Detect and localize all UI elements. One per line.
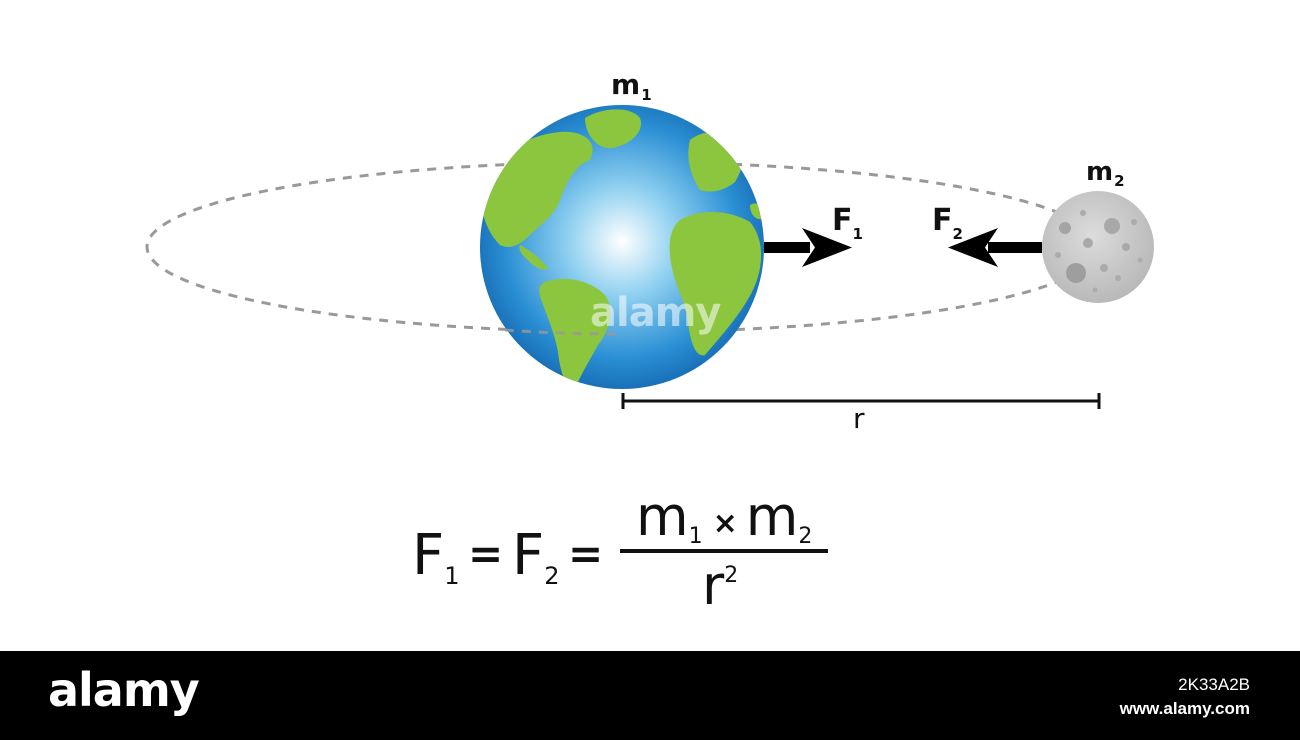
formula-equals-2: = xyxy=(568,529,603,578)
moon-icon xyxy=(1042,191,1154,303)
formula-lhs-f1: F1 xyxy=(412,523,460,590)
force-arrow-f1 xyxy=(764,228,852,267)
gravity-formula: F1 = F2 = m1×m2 r2 xyxy=(412,485,828,617)
image-id: 2K33A2B xyxy=(1178,675,1250,694)
distance-bar xyxy=(621,393,1101,409)
formula-equals-1: = xyxy=(468,529,503,578)
formula-denominator: r2 xyxy=(702,554,738,617)
footer-info: 2K33A2B www.alamy.com xyxy=(1120,673,1250,721)
label-r: r xyxy=(853,402,865,435)
label-m1: m1 xyxy=(611,68,652,104)
label-f2: F2 xyxy=(932,203,963,243)
footer-bar: alamy 2K33A2B www.alamy.com xyxy=(0,651,1300,740)
earth-icon xyxy=(480,105,764,389)
gravity-diagram: m1 m2 F1 F2 r F1 = F2 = m1×m2 xyxy=(145,68,1154,617)
footer-url[interactable]: www.alamy.com xyxy=(1119,699,1250,718)
label-f1: F1 xyxy=(832,203,863,243)
watermark: alamy xyxy=(590,290,721,336)
orbit-path-front xyxy=(504,328,623,336)
label-m2: m2 xyxy=(1086,157,1125,190)
footer-logo: alamy xyxy=(48,663,200,717)
force-arrow-f2 xyxy=(948,228,1042,267)
formula-numerator: m1×m2 xyxy=(636,485,812,549)
formula-lhs-f2: F2 xyxy=(512,523,560,590)
